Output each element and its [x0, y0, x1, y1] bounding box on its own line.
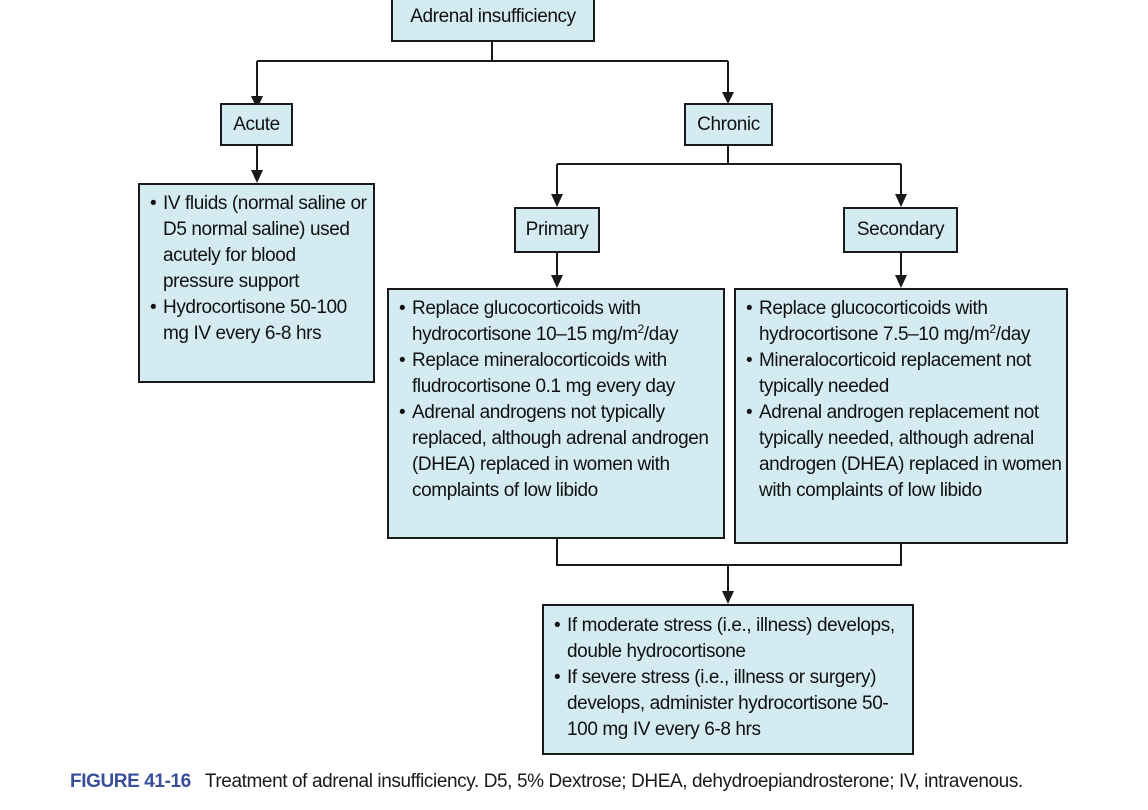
figure-caption: FIGURE 41-16 Treatment of adrenal insuffi…	[70, 771, 1023, 793]
node-chronic: Chronic	[684, 103, 773, 146]
primary-treatment-item: Replace glucocorticoids with hydrocortis…	[395, 296, 719, 348]
primary-to-treatment	[556, 252, 902, 276]
node-secondary-label: Secondary	[856, 219, 945, 240]
node-chronic-label: Chronic	[697, 114, 760, 135]
figure-label: FIGURE 41-16	[70, 771, 191, 792]
arrow-to-acute	[251, 96, 263, 109]
stress-dosing-box: If moderate stress (i.e., illness) devel…	[542, 604, 914, 755]
secondary-treatment-item: Replace glucocorticoids with hydrocortis…	[742, 296, 1062, 348]
stress-dosing-item: If severe stress (i.e., illness or surge…	[550, 665, 908, 743]
secondary-treatment-list: Replace glucocorticoids with hydrocortis…	[742, 296, 1062, 504]
primary-treatment-item: Adrenal androgens not typically replaced…	[395, 400, 719, 504]
arrow-to-stress-dosing	[722, 591, 734, 604]
figure-caption-text: Treatment of adrenal insufficiency. D5, …	[204, 771, 1023, 792]
arrow-to-primary-treatment	[551, 275, 563, 288]
primary-treatment-list: Replace glucocorticoids with hydrocortis…	[395, 296, 719, 504]
acute-treatment-box: IV fluids (normal saline or D5 normal sa…	[138, 183, 375, 383]
node-adrenal-insufficiency: Adrenal insufficiency	[391, 0, 595, 42]
secondary-treatment-item: Adrenal androgen replacement not typical…	[742, 400, 1062, 504]
secondary-dose-exponent: 2	[989, 322, 996, 336]
stress-dosing-item: If moderate stress (i.e., illness) devel…	[550, 613, 908, 665]
secondary-treatment-box: Replace glucocorticoids with hydrocortis…	[734, 288, 1068, 544]
secondary-dose-unit: /day	[995, 324, 1031, 345]
treatments-to-stress	[556, 538, 902, 591]
secondary-treatment-item: Mineralocorticoid replacement not typica…	[742, 348, 1062, 400]
arrow-to-secondary-treatment	[895, 275, 907, 288]
chronic-to-subtypes	[556, 145, 902, 194]
node-secondary: Secondary	[843, 207, 958, 253]
arrow-to-secondary	[895, 194, 907, 207]
secondary-glucocorticoid-text: Replace glucocorticoids with hydrocortis…	[759, 298, 990, 345]
node-acute-label: Acute	[233, 114, 280, 135]
primary-dose-unit: /day	[643, 324, 679, 345]
node-primary: Primary	[514, 207, 600, 253]
primary-treatment-item: Replace mineralocorticoids with fludroco…	[395, 348, 719, 400]
node-primary-label: Primary	[525, 219, 589, 240]
acute-treatment-item: IV fluids (normal saline or D5 normal sa…	[146, 191, 367, 295]
node-acute: Acute	[220, 103, 293, 146]
primary-dose-exponent: 2	[637, 322, 645, 336]
acute-treatment-item: Hydrocortisone 50-100 mg IV every 6-8 hr…	[146, 295, 367, 347]
arrow-to-primary	[551, 194, 563, 207]
arrow-to-chronic	[722, 92, 734, 104]
arrow-to-acute-treatment	[251, 170, 263, 183]
acute-treatment-list: IV fluids (normal saline or D5 normal sa…	[146, 191, 367, 347]
node-adrenal-insufficiency-label: Adrenal insufficiency	[410, 6, 576, 27]
primary-treatment-box: Replace glucocorticoids with hydrocortis…	[387, 288, 725, 539]
primary-glucocorticoid-text: Replace glucocorticoids with hydrocortis…	[412, 298, 641, 345]
stress-dosing-list: If moderate stress (i.e., illness) devel…	[550, 613, 908, 743]
root-to-branches	[256, 41, 729, 109]
